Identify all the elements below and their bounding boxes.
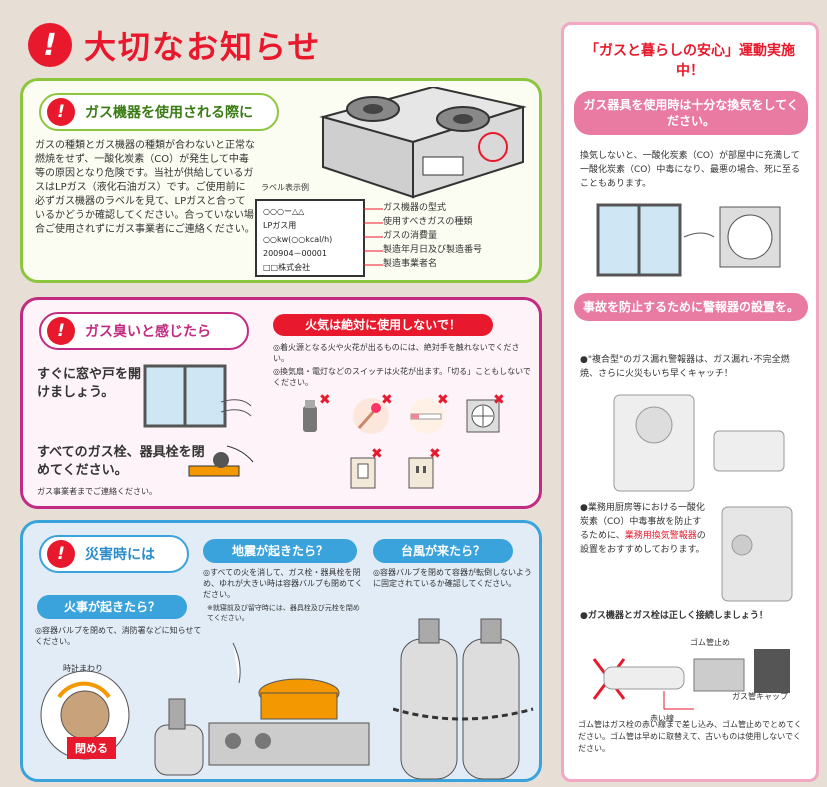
close-valves-step: すべてのガス栓、器具栓を閉めてください。 <box>37 445 205 478</box>
usage-body: ガスの種類とガス機器の種類が合わないと正常な燃焼をせず、一酸化炭素（CO）が発生… <box>35 140 255 235</box>
page-header: ! 大切なお知らせ <box>28 20 321 70</box>
prohibited-icon: ✖ <box>371 446 383 462</box>
campaign-title: 「ガスと暮らしの安心」運動実施中！ <box>585 43 795 79</box>
gas-stove-illustration <box>319 87 527 199</box>
alarm-heading: 事故を防止するために警報器の設置を。 <box>574 293 808 321</box>
ventilation-body: 換気しないと、一酸化炭素（CO）が部屋中に充満して一酸化炭素（CO）中毒になり、… <box>580 151 801 189</box>
earthquake-body: ◎すべての火を消して、ガス栓・器具栓を閉め、ゆれが大きい時は容器バルブも閉めてく… <box>203 568 363 599</box>
typhoon-body: ◎容器バルブを閉めて容器が転倒しないように固定されているか確認してください。 <box>373 568 532 588</box>
no-fire-banner: 火気は絶対に使用しないで！ <box>273 314 493 336</box>
cigarette-icon: ✖ <box>407 392 449 436</box>
gas-smell-panel: ! ガス臭いと感じたら すぐに窓や戸を開けましょう。 すべてのガス栓、器具栓を閉… <box>20 297 542 509</box>
alarm-body: ●"複合型"のガス漏れ警報器は、ガス漏れ･不完全燃焼、さらに火災もいち早くキャッ… <box>580 355 790 379</box>
close-label: 閉める <box>67 737 116 759</box>
alarm-device-illustration <box>613 394 785 492</box>
page-title: 大切なお知らせ <box>84 28 322 66</box>
window-icon <box>143 364 252 428</box>
lighter-icon: ✖ <box>291 392 331 436</box>
connection-body: ゴム管はガス栓の赤い線まで差し込み、ゴム管止めでとめてください。ゴム管は早めに取… <box>578 720 802 753</box>
hose-stop-label: ゴム管止め <box>690 638 730 647</box>
connector-lines <box>363 208 383 266</box>
gas-cap-label: ガス管キャップ <box>732 692 788 701</box>
label-example-title: ラベル表示例 <box>261 183 309 192</box>
business-alarm-illustration <box>721 506 793 602</box>
open-window-step: すぐに窓や戸を開けましょう。 <box>37 367 142 400</box>
fire-body: ◎容器バルブを閉めて、消防署などに知らせてください。 <box>35 626 202 646</box>
earthquake-heading: 地震が起きたら？ <box>203 539 357 563</box>
business-alarm-highlight: 業務用換気警報器 <box>624 531 697 541</box>
label-desc: ガス機器の型式 <box>383 203 447 213</box>
label-desc: 製造年月日及び製造番号 <box>383 245 483 255</box>
label-desc: ガスの消費量 <box>383 231 438 241</box>
prohibited-icon: ✖ <box>493 392 505 408</box>
prohibited-icon: ✖ <box>319 392 331 408</box>
connection-heading: ●ガス機器とガス栓は正しく接続しましょう！ <box>580 611 768 621</box>
label-line: □□株式会社 <box>263 263 311 272</box>
label-line: 200904－00001 <box>263 249 327 258</box>
stove-knob-illustration <box>208 642 370 766</box>
fire-note-1: ◎着火源となる火や火花が出るものには、絶対手を触れないでください。 <box>273 343 520 363</box>
prohibited-icon: ✖ <box>381 392 393 408</box>
prohibited-icon: ✖ <box>429 446 441 462</box>
exclamation-icon: ! <box>47 98 75 126</box>
valve-hand-icon <box>188 445 254 477</box>
red-line-label: 赤い線 <box>650 714 674 723</box>
contact-note: ガス事業者までご連絡ください。 <box>37 487 157 496</box>
exclamation-icon: ! <box>47 540 75 568</box>
ventilation-heading: ガス器具を使用時は十分な換気をしてください。 <box>574 91 808 135</box>
usage-heading: ! ガス機器を使用される際に <box>39 93 279 131</box>
outlet-icon: ✖ <box>401 446 441 492</box>
label-desc: 製造事業者名 <box>383 259 438 269</box>
typhoon-heading: 台風が来たら？ <box>373 539 513 563</box>
earthquake-note: ※就寝前及び留守時には、器具栓及び元栓を閉めてください。 <box>207 604 360 622</box>
label-desc: 使用すべきガスの種類 <box>383 217 473 227</box>
fan-icon: ✖ <box>463 392 505 436</box>
exclamation-icon: ! <box>47 317 75 345</box>
match-icon: ✖ <box>351 392 393 436</box>
label-line: LPガス用 <box>263 221 297 230</box>
ventilation-illustration <box>596 203 781 277</box>
exclamation-icon: ! <box>28 23 72 67</box>
light-switch-icon: ✖ <box>343 446 383 492</box>
label-line: ○○○ー△△ <box>263 207 305 216</box>
fire-note-2: ◎換気扇・電灯などのスイッチは火花が出ます。「切る」こともしないでください。 <box>273 367 531 387</box>
label-descriptions: ガス機器の型式 使用すべきガスの種類 ガスの消費量 製造年月日及び製造番号 製造… <box>383 201 482 271</box>
prohibited-icon: ✖ <box>437 392 449 408</box>
label-example: ○○○ー△△ LPガス用 ○○kw(○○kcal/h) 200904－00001… <box>255 199 365 277</box>
gas-cylinders-illustration <box>393 618 534 780</box>
campaign-panel: 「ガスと暮らしの安心」運動実施中！ ガス器具を使用時は十分な換気をしてください。… <box>561 22 819 782</box>
usage-panel: ! ガス機器を使用される際に ガスの種類とガス機器の種類が合わないと正常な燃焼を… <box>20 78 542 283</box>
clockwise-label: 時計まわり <box>63 664 103 673</box>
label-line: ○○kw(○○kcal/h) <box>263 235 333 244</box>
disaster-heading: ! 災害時には <box>39 535 189 573</box>
smell-heading: ! ガス臭いと感じたら <box>39 312 249 350</box>
fire-heading: 火事が起きたら？ <box>37 595 187 619</box>
business-alarm-body: ●業務用厨房等における一酸化炭素（CO）中毒事故を防止するために、業務用換気警報… <box>580 503 706 555</box>
hose-connection-illustration <box>592 649 790 710</box>
disaster-panel: ! 災害時には 火事が起きたら？ ◎容器バルブを閉めて、消防署などに知らせてくだ… <box>20 520 542 782</box>
